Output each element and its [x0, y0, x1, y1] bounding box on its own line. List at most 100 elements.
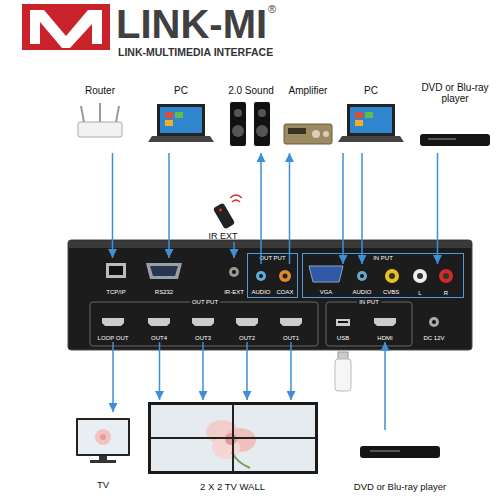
usb-port: [336, 319, 350, 326]
node-label: OUT3: [188, 335, 218, 342]
node-label: 2 X 2 TV WALL: [145, 482, 320, 492]
usb-socket: [338, 321, 348, 323]
node-label: Router: [75, 85, 125, 96]
switcher-chassis: [68, 240, 472, 350]
hdmi-port: [192, 318, 214, 326]
amplifier-knob: [323, 131, 329, 137]
ir-jack: [229, 267, 239, 277]
logo-text: LINK-MULTIMEDIA INTERFACE: [118, 47, 273, 58]
laptop-icon: [157, 104, 205, 136]
tv-icon: [76, 418, 130, 456]
screen-tile: [165, 120, 173, 126]
node-label: PC: [340, 85, 402, 96]
coax-jack: [279, 270, 291, 282]
display-node: DVD or Blu-ray player: [345, 430, 455, 492]
node-label: USB: [330, 335, 356, 342]
cable-arrow: [233, 242, 235, 258]
port-group: OUT PUTAUDIOCOAX: [247, 253, 298, 298]
laptop-screen: [350, 107, 392, 133]
cable-arrow: [202, 342, 204, 400]
hdmi-port: [280, 318, 302, 326]
screen-tile: [365, 112, 373, 118]
port-node: OUT4: [144, 314, 174, 342]
speaker-icon: [254, 102, 270, 146]
node-label: PC: [150, 85, 212, 96]
node-label: DVD or Blu-ray player: [345, 482, 455, 492]
display-node: TV: [72, 412, 134, 490]
port-node: USB: [330, 314, 356, 342]
port-node: COAX: [274, 264, 296, 296]
db9-socket: [150, 266, 178, 276]
port-node: VGA: [306, 264, 346, 296]
port-node: OUT1: [276, 314, 306, 342]
screen-tile: [355, 112, 363, 118]
node-label: IR-EXT: [220, 289, 248, 296]
hdmi-port: [374, 318, 396, 326]
dvd-player-icon: [360, 446, 440, 458]
ir-signal: [230, 195, 242, 198]
port-group: IN PUTVGAAUDIOCVBS: [302, 253, 464, 298]
jack-hole: [389, 273, 395, 279]
flower-image: [95, 429, 111, 445]
device-node: 2.0 Sound: [222, 85, 280, 153]
node-label: TCP/IP: [100, 289, 132, 296]
node-label: HDMI: [370, 335, 400, 342]
input-bay: [326, 302, 412, 346]
node-label: IN PUT: [303, 254, 463, 262]
speaker-cone: [232, 125, 244, 137]
rca-jack: [385, 269, 399, 283]
dvd-tray: [370, 450, 400, 452]
router-icon: [78, 122, 122, 137]
cable-arrow: [342, 153, 344, 264]
screen-tile: [355, 120, 363, 126]
speaker-icon: [230, 102, 246, 146]
node-label: RS232: [140, 289, 188, 296]
rca-jack: [439, 269, 453, 283]
speaker-cone: [258, 109, 266, 117]
port-node: HDMI: [370, 314, 400, 342]
panel-label: R: [444, 290, 448, 296]
node-label: DVD or Blu-ray player: [415, 82, 495, 104]
logo-mark: [22, 4, 110, 50]
audio-jack: [357, 271, 367, 281]
device-node: PC: [340, 85, 402, 153]
panel-label: OUT PUT: [190, 299, 220, 305]
ir-receiver-node: IR EXT: [196, 198, 250, 242]
node-label: DC 12V: [418, 335, 450, 342]
node-label: VGA: [306, 289, 346, 296]
flower-stem: [232, 452, 250, 468]
speaker-cone: [234, 109, 242, 117]
router-antenna: [99, 103, 101, 122]
dvd-tray: [428, 138, 456, 140]
port-node: OUT3: [188, 314, 218, 342]
jack-hole: [259, 274, 263, 278]
device-node: Amplifier: [283, 85, 333, 153]
bezel-line: [151, 437, 315, 439]
cable-arrow: [361, 153, 363, 264]
node-label: AUDIO: [350, 289, 374, 296]
tv-wall-screen: [151, 405, 315, 471]
cable-arrow: [112, 153, 114, 258]
vga-port: [309, 266, 343, 282]
node-label: LOOP OUT: [96, 335, 130, 342]
cable-arrow: [384, 342, 386, 430]
panel-label: L: [418, 290, 421, 296]
usb-stick: [335, 359, 351, 391]
dvd-player-icon: [420, 134, 490, 146]
node-label: Amplifier: [283, 85, 333, 96]
logo-glyph: [30, 10, 102, 48]
port-node: TCP/IP: [100, 258, 132, 296]
jack-hole: [432, 320, 436, 324]
remote-button: [218, 208, 222, 212]
screen-tile: [175, 112, 183, 118]
tv-stand: [90, 460, 116, 463]
tv-stand: [99, 456, 107, 460]
node-label: OUT1: [276, 335, 306, 342]
display-node: 2 X 2 TV WALL: [145, 400, 320, 492]
port-node: AUDIO: [350, 264, 374, 296]
amplifier-display: [288, 128, 306, 134]
cable-arrow: [112, 342, 114, 412]
node-label: OUT4: [144, 335, 174, 342]
cable-arrow: [290, 342, 292, 400]
hdmi-port: [236, 318, 258, 326]
